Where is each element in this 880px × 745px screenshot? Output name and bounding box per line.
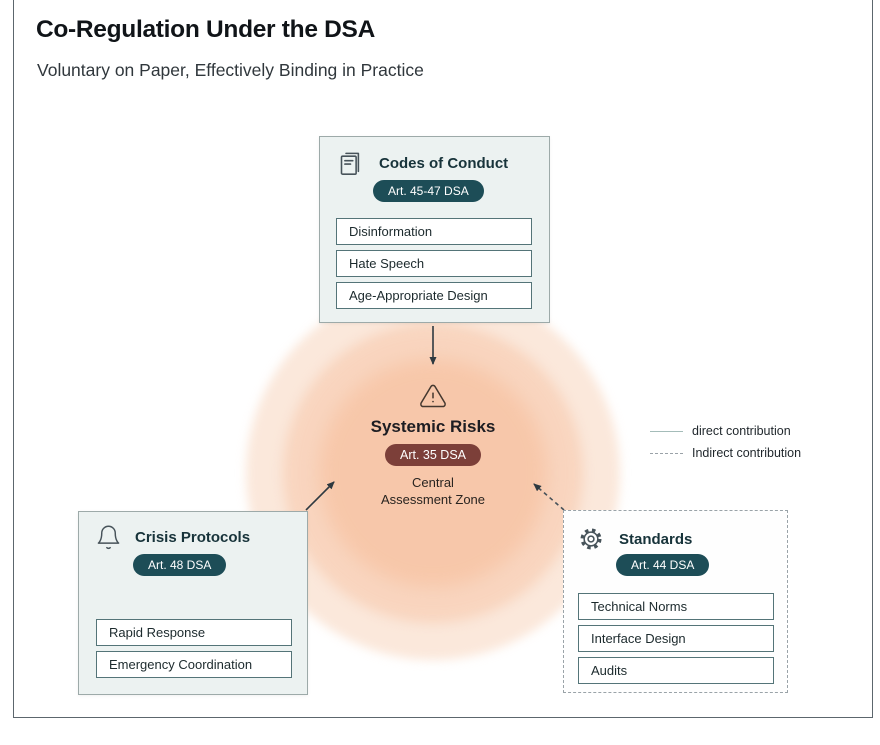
center-title: Systemic Risks [370,417,496,436]
article-badge: Art. 48 DSA [133,554,227,576]
card-title: Crisis Protocols [135,529,251,546]
list-item: Rapid Response [96,619,292,646]
list-item: Disinformation [336,218,532,245]
legend-direct-line [650,430,683,432]
list-item: Age-Appropriate Design [336,282,532,309]
card-title: Codes of Conduct [379,155,509,172]
article-badge: Art. 45-47 DSA [373,180,484,202]
list-item: Audits [578,657,774,684]
center-caption-line1: Central [412,475,454,490]
list-item: Interface Design [578,625,774,652]
center-badge-label: Art. 35 DSA [385,444,481,466]
legend-direct-label: direct contribution [692,424,791,438]
codes-of-conduct-card: Codes of Conduct Art. 45-47 DSA Disinfor… [319,136,550,323]
center-caption-line2: Assessment Zone [380,492,486,507]
legend-indirect: Indirect contribution [650,446,801,460]
standards-card: Standards Art. 44 DSA Technical Norms In… [563,510,788,693]
warning-triangle-icon [419,382,447,415]
legend-indirect-line [650,452,683,454]
list-item: Emergency Coordination [96,651,292,678]
gear-icon [578,526,604,552]
article-badge: Art. 44 DSA [616,554,710,576]
list-item: Hate Speech [336,250,532,277]
center-badge: Art. 35 DSA [333,444,533,466]
gradient-circle-middle [283,323,583,623]
card-title: Standards [619,530,693,548]
legend-indirect-label: Indirect contribution [692,446,802,460]
center-caption: Central Assessment Zone [333,474,533,508]
document-icon [337,150,364,177]
crisis-protocols-card: Crisis Protocols Art. 48 DSA Rapid Respo… [78,511,308,695]
bell-icon [95,524,122,551]
list-item: Technical Norms [578,593,774,620]
page-subtitle: Voluntary on Paper, Effectively Binding … [37,60,424,80]
page-title: Co-Regulation Under the DSA [36,16,375,43]
legend-direct: direct contribution [650,424,791,438]
